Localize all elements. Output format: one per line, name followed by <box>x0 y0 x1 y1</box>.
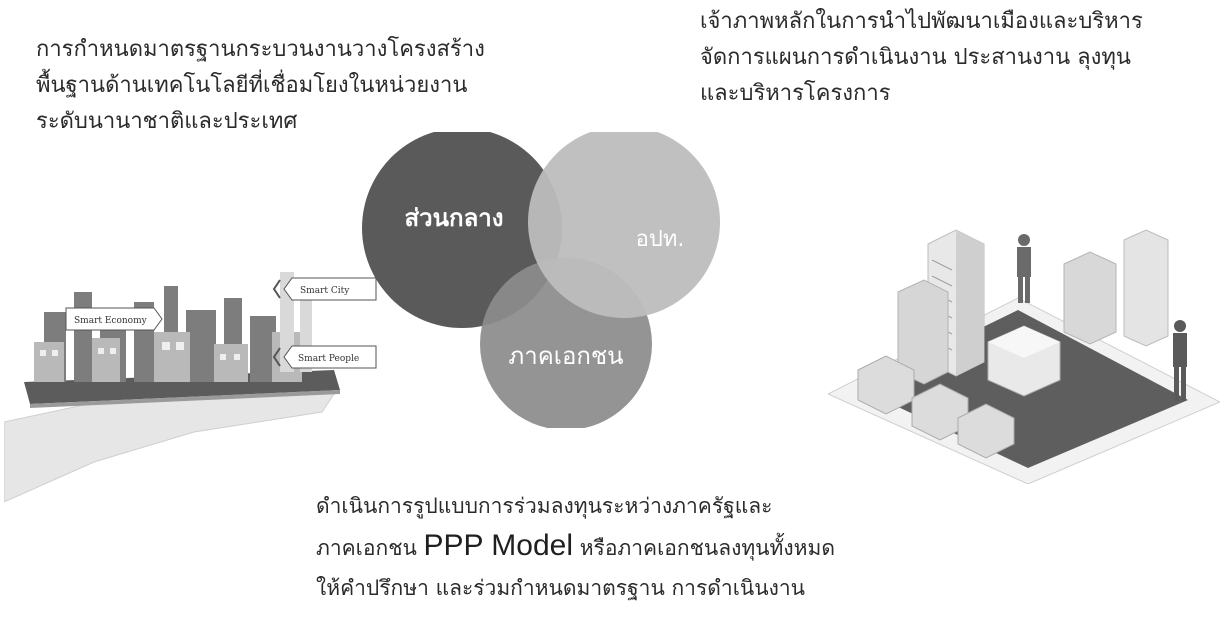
isometric-city-illustration <box>828 229 1220 484</box>
local-desc-line: และบริหารโครงการ <box>700 81 891 106</box>
local-desc-line: เจ้าภาพหลักในการนำไปพัฒนาเมืองและบริหาร <box>700 9 1143 34</box>
smart-city-tablet-illustration: Smart City Smart Economy Smart People <box>4 272 377 502</box>
private-desc-fragment: หรือภาคเอกชนลงทุนทั้งหมด <box>573 536 835 560</box>
local-role-description: เจ้าภาพหลักในการนำไปพัฒนาเมืองและบริหาร … <box>700 4 1143 112</box>
smart-city-label: Smart City <box>300 286 350 296</box>
ppp-model-label: PPP Model <box>423 529 574 562</box>
private-label: ภาคเอกชน <box>508 342 623 370</box>
local-circle <box>528 132 720 318</box>
smart-people-tag: Smart People <box>272 345 377 369</box>
smart-economy-label: Smart Economy <box>74 316 148 326</box>
central-desc-line: พื้นฐานด้านเทคโนโลยีที่เชื่อมโยงในหน่วยง… <box>36 73 468 98</box>
local-label: อปท. <box>636 227 685 252</box>
private-desc-line: ดำเนินการรูปแบบการร่วมลงทุนระหว่างภาครัฐ… <box>316 494 773 518</box>
central-desc-line: ระดับนานาชาติและประเทศ <box>36 109 298 134</box>
businessman-figure <box>1173 320 1187 401</box>
central-label: ส่วนกลาง <box>405 204 504 232</box>
central-role-description: การกำหนดมาตรฐานกระบวนงานวางโครงสร้าง พื้… <box>36 32 485 140</box>
central-desc-line: การกำหนดมาตรฐานกระบวนงานวางโครงสร้าง <box>36 37 485 62</box>
smart-people-label: Smart People <box>298 354 359 364</box>
local-desc-line: จัดการแผนการดำเนินงาน ประสานงาน ลุงทุน <box>700 45 1131 70</box>
private-role-description: ดำเนินการรูปแบบการร่วมลงทุนระหว่างภาครัฐ… <box>316 486 835 608</box>
private-desc-line: ภาคเอกชน PPP Model หรือภาคเอกชนลงทุนทั้ง… <box>316 526 835 568</box>
businessman-figure <box>1017 234 1031 303</box>
smart-city-tag: Smart City <box>272 277 377 301</box>
private-desc-fragment: ภาคเอกชน <box>316 536 424 560</box>
private-desc-line: ให้คำปรึกษา และร่วมกำหนดมาตรฐาน การดำเนิ… <box>316 576 805 600</box>
venn-diagram: ส่วนกลาง อปท. ภาคเอกชน <box>362 132 720 428</box>
smart-economy-tag: Smart Economy <box>65 307 163 331</box>
